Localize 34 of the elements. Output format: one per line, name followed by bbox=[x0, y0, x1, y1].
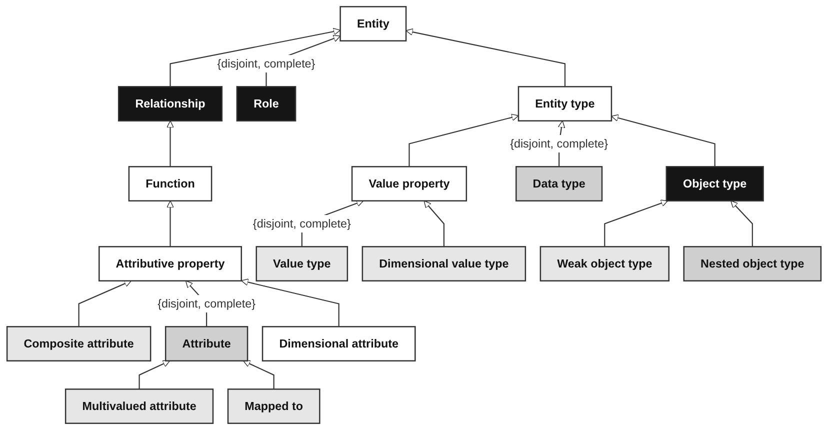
node-box: Composite attribute bbox=[6, 326, 152, 362]
arrow bbox=[406, 28, 566, 87]
edge-label: {disjoint, complete} bbox=[217, 56, 316, 70]
edge-label: {disjoint, complete} bbox=[252, 216, 351, 230]
arrow bbox=[166, 200, 174, 247]
arrow bbox=[166, 120, 174, 167]
node-box: Dimensional attribute bbox=[262, 326, 416, 362]
node-box: Role bbox=[236, 86, 296, 122]
arrow bbox=[604, 200, 668, 247]
arrow bbox=[138, 360, 170, 390]
node-box: Data type bbox=[516, 166, 603, 202]
node-box: Relationship bbox=[118, 86, 223, 122]
arrow bbox=[424, 200, 444, 247]
node-box: Weak object type bbox=[540, 246, 670, 282]
edge-label: {disjoint, complete} bbox=[510, 136, 608, 150]
node-box: Attributive property bbox=[98, 246, 242, 282]
node-box: Dimensional value type bbox=[362, 246, 526, 282]
arrow bbox=[241, 278, 340, 327]
node-box: Object type bbox=[666, 166, 764, 202]
edge-label: {disjoint, complete} bbox=[158, 296, 256, 310]
node-box: Multivalued attribute bbox=[64, 388, 214, 424]
node-box: Value property bbox=[351, 166, 468, 202]
arrow bbox=[78, 280, 132, 327]
arrow bbox=[730, 200, 753, 247]
node-box: Function bbox=[128, 166, 212, 202]
arrow bbox=[408, 114, 519, 167]
node-box: Entity type bbox=[518, 86, 612, 122]
node-box: Attribute bbox=[164, 326, 248, 362]
node-box: Value type bbox=[256, 246, 348, 282]
arrow bbox=[243, 360, 274, 390]
node-box: Entity bbox=[340, 6, 407, 42]
node-box: Nested object type bbox=[683, 246, 822, 282]
arrow bbox=[611, 114, 716, 167]
node-box: Mapped to bbox=[227, 388, 320, 424]
